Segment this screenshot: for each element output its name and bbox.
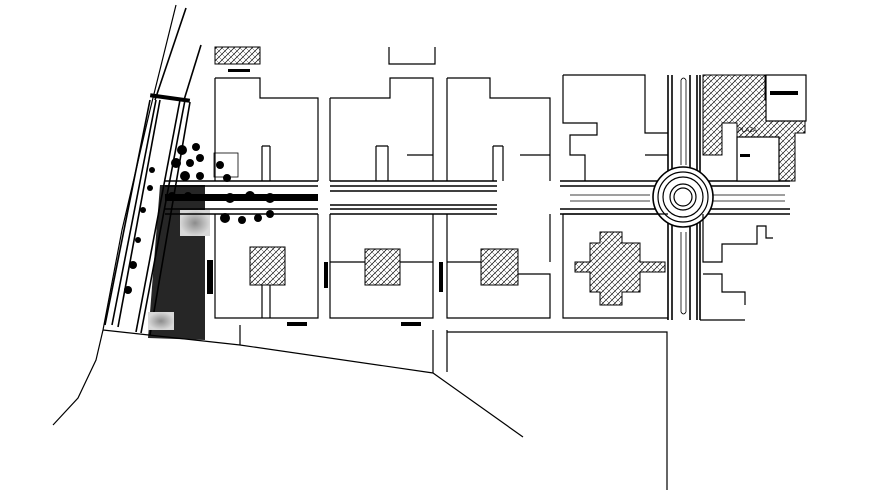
block-e-bottom — [700, 214, 773, 321]
block-a-bottom — [214, 214, 328, 326]
block-b-bottom — [329, 214, 443, 326]
site-boundary — [52, 4, 668, 490]
roundabout — [652, 166, 714, 228]
blurred-patch — [148, 312, 174, 330]
block-plaza: PLAZA — [702, 74, 807, 182]
block-b-top — [329, 47, 436, 181]
block-d-bottom — [562, 213, 668, 319]
block-c-top — [446, 77, 551, 181]
block-c-bottom — [446, 214, 551, 319]
plaza-label: PLAZA — [738, 128, 757, 134]
block-a-top — [214, 46, 319, 181]
block-d-top — [562, 74, 668, 181]
